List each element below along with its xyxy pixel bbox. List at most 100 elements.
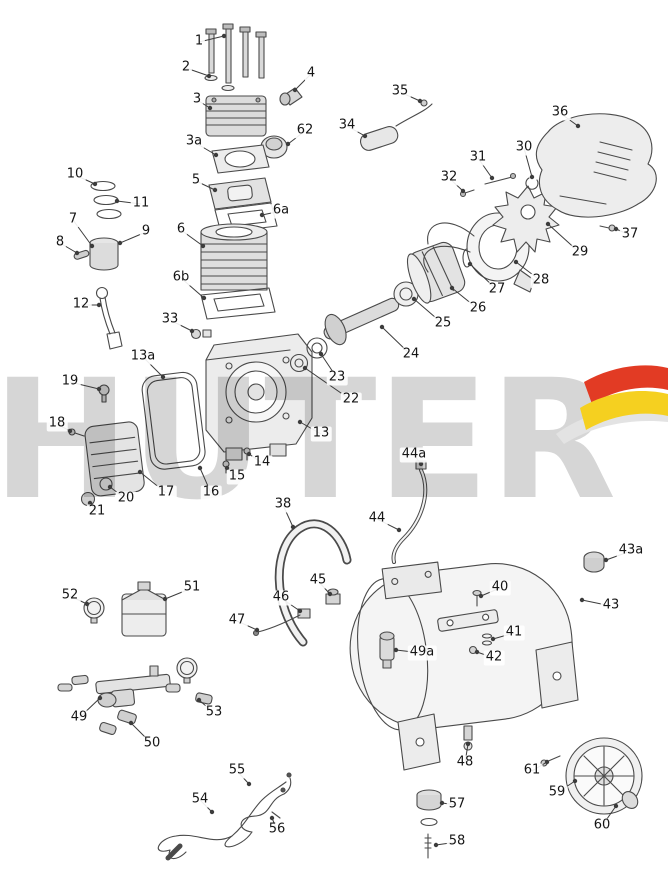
foot-bolt (424, 833, 432, 859)
part-label-43: 43 (600, 597, 622, 614)
part-label-5: 5 (189, 172, 203, 189)
part-label-32: 32 (438, 169, 460, 186)
part-label-35: 35 (389, 83, 411, 100)
elbow-union (297, 608, 311, 619)
part-label-13: 13 (310, 425, 332, 442)
part-label-31: 31 (467, 149, 489, 166)
cylinder-head (205, 95, 267, 137)
part-label-43a: 43a (616, 542, 646, 559)
check-valve (379, 631, 395, 669)
elbow-fitting (279, 87, 303, 106)
part-label-30: 30 (513, 139, 535, 156)
long-bolt (484, 172, 517, 185)
pressure-gauge-large (176, 657, 198, 684)
part-label-47: 47 (226, 612, 248, 629)
part-label-21: 21 (86, 503, 108, 520)
connecting-rod (95, 286, 123, 350)
valve-plate (208, 177, 272, 210)
part-label-22: 22 (340, 391, 362, 408)
part-label-2: 2 (179, 59, 193, 76)
part-label-45: 45 (307, 572, 329, 589)
cylinder (200, 223, 268, 291)
part-label-29: 29 (569, 244, 591, 261)
power-cord (157, 772, 292, 861)
part-label-14: 14 (251, 454, 273, 471)
part-label-60: 60 (591, 817, 613, 834)
part-label-50: 50 (141, 735, 163, 752)
part-label-46: 46 (270, 589, 292, 606)
part-label-3a: 3a (183, 133, 205, 150)
part-label-61: 61 (521, 762, 543, 779)
part-label-10: 10 (64, 166, 86, 183)
part-label-58: 58 (446, 833, 468, 850)
quick-couplers (99, 709, 137, 735)
part-label-44: 44 (366, 510, 388, 527)
part-label-13a: 13a (128, 348, 158, 365)
part-label-6: 6 (174, 221, 188, 238)
part-label-59: 59 (546, 784, 568, 801)
part-label-53: 53 (203, 704, 225, 721)
cover-gasket (141, 371, 206, 470)
part-label-38: 38 (272, 496, 294, 513)
capacitor (359, 103, 433, 151)
part-label-7: 7 (66, 211, 80, 228)
foot-bracket-left (397, 713, 441, 771)
part-label-15: 15 (226, 468, 248, 485)
motor-shroud (535, 113, 657, 218)
part-label-55: 55 (226, 762, 248, 779)
part-label-23: 23 (326, 369, 348, 386)
part-label-4: 4 (304, 65, 318, 82)
part-label-8: 8 (53, 234, 67, 251)
rubber-foot (416, 789, 442, 827)
part-label-3: 3 (190, 91, 204, 108)
bearing-front (306, 337, 328, 359)
air-tank (349, 561, 573, 731)
pressure-switch (121, 581, 167, 637)
part-label-27: 27 (486, 281, 508, 298)
crankcase (205, 333, 313, 461)
motor-mount-plate (437, 609, 499, 632)
part-label-12: 12 (70, 296, 92, 313)
part-label-41: 41 (503, 624, 525, 641)
part-label-54: 54 (189, 791, 211, 808)
head-bolts (204, 23, 267, 92)
part-label-26: 26 (467, 300, 489, 317)
part-label-33: 33 (159, 311, 181, 328)
part-label-6b: 6b (170, 269, 192, 286)
retaining-clip (525, 177, 539, 190)
part-label-44a: 44a (399, 446, 429, 463)
part-label-6a: 6a (270, 202, 292, 219)
part-label-40: 40 (489, 579, 511, 596)
part-label-1: 1 (192, 33, 206, 50)
part-label-16: 16 (200, 484, 222, 501)
part-label-25: 25 (432, 315, 454, 332)
piston-pin (73, 249, 90, 260)
part-label-24: 24 (400, 346, 422, 363)
part-label-56: 56 (266, 821, 288, 838)
wheel-bracket (535, 641, 579, 709)
part-label-49a: 49a (407, 644, 437, 661)
part-label-42: 42 (483, 649, 505, 666)
part-label-62: 62 (294, 122, 316, 139)
crankcase-cover (84, 421, 145, 497)
part-label-9: 9 (139, 223, 153, 240)
piston (89, 237, 119, 271)
outlet-manifold (57, 665, 171, 708)
shaft-seal (289, 353, 309, 373)
tank-plug (583, 551, 605, 573)
part-label-34: 34 (336, 117, 358, 134)
part-label-49: 49 (68, 709, 90, 726)
oil-sight-glass (99, 477, 113, 491)
part-label-52: 52 (59, 587, 81, 604)
part-label-36: 36 (549, 104, 571, 121)
part-label-57: 57 (446, 796, 468, 813)
head-gasket (211, 144, 270, 174)
part-label-48: 48 (454, 754, 476, 771)
axle-cap (621, 791, 639, 809)
crankshaft (323, 297, 400, 346)
part-label-51: 51 (181, 579, 203, 596)
mount-washers (481, 633, 493, 646)
